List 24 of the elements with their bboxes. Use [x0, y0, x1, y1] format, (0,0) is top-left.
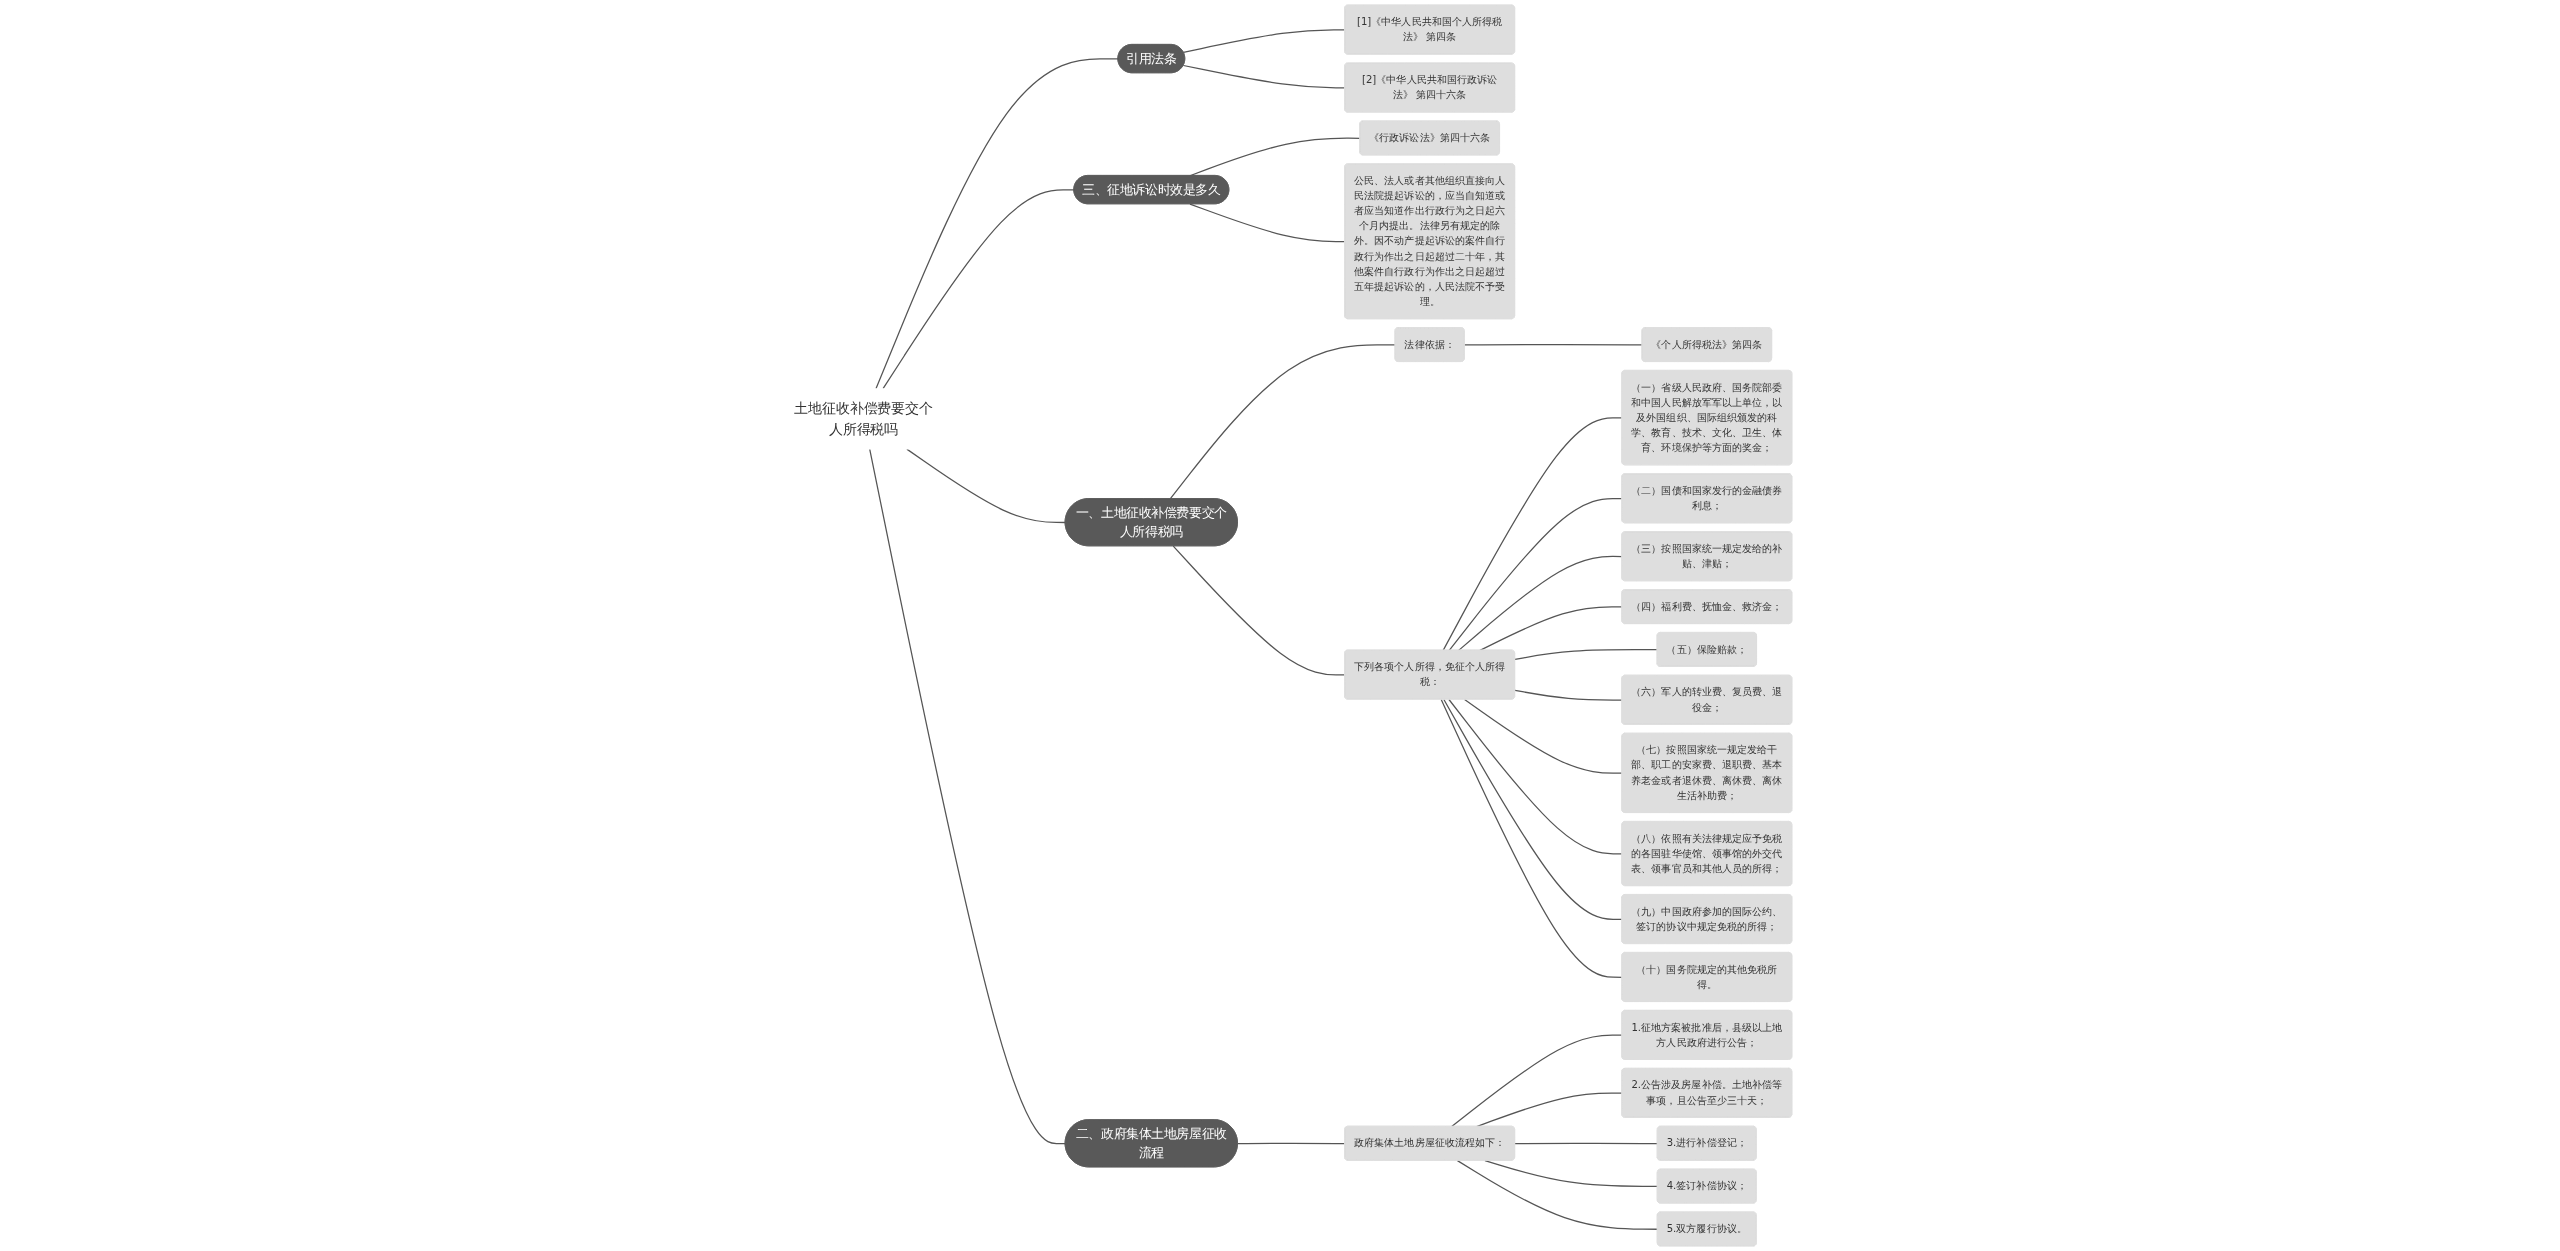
- connector: [1450, 1034, 1623, 1128]
- connector: [1457, 555, 1623, 651]
- connector: [874, 58, 1119, 390]
- connector: [1442, 698, 1623, 920]
- node-text: 土地征收补偿费要交个人所得税吗: [793, 400, 933, 438]
- connector: [1442, 417, 1623, 651]
- connector: [1172, 545, 1346, 676]
- connector: [1513, 649, 1658, 661]
- connector: [1182, 29, 1346, 53]
- connector: [868, 448, 1066, 1145]
- connector: [882, 189, 1075, 390]
- connector: [1513, 1142, 1658, 1145]
- connector: [1463, 698, 1623, 774]
- connector: [1448, 497, 1623, 651]
- connector: [1447, 698, 1623, 855]
- connector: [1513, 689, 1623, 701]
- connector: [1440, 698, 1623, 978]
- connector: [1463, 344, 1643, 346]
- connector: [1236, 1142, 1346, 1145]
- connector: [1188, 203, 1346, 243]
- connector: [1182, 64, 1346, 89]
- connector: [905, 448, 1066, 524]
- connector: [1169, 344, 1396, 500]
- connector: [1456, 1159, 1658, 1230]
